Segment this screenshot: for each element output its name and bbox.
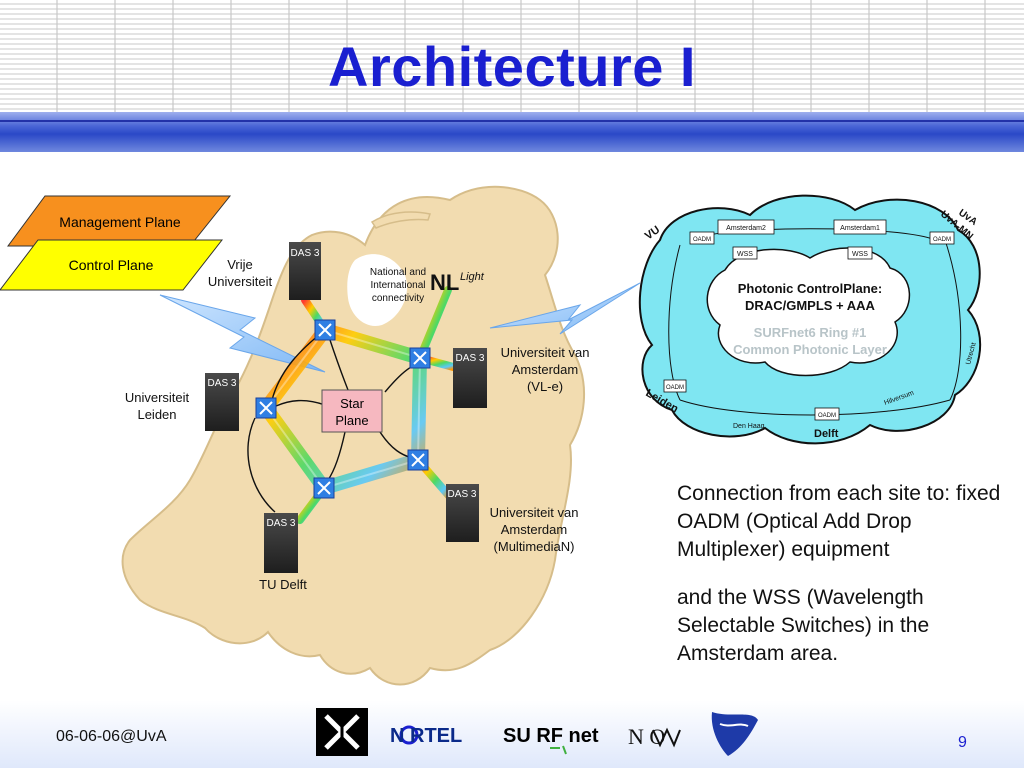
- cp-subtitle: SURFnet6 Ring #1: [754, 325, 867, 340]
- svg-text:DAS 3: DAS 3: [456, 353, 485, 364]
- node-amsterdam1: Amsterdam1: [840, 225, 880, 232]
- das3-cluster-uva-mmn: DAS 3: [446, 484, 479, 542]
- control-plane-label: Control Plane: [69, 257, 154, 273]
- node-amsterdam2: Amsterdam2: [726, 225, 766, 232]
- architecture-diagram: DAS 3 DAS 3 DAS 3 DAS 3 DAS 3 Star Plane…: [0, 185, 982, 686]
- svg-text:DAS 3: DAS 3: [448, 489, 477, 500]
- cp-title: Photonic ControlPlane:: [738, 281, 882, 296]
- nwo-logo: N O: [628, 724, 681, 749]
- label-uva-mmn: Amsterdam: [501, 522, 567, 537]
- node-wss: WSS: [737, 251, 753, 258]
- star-plane-label: Plane: [335, 413, 368, 428]
- label-uva-vle: Universiteit van: [501, 345, 590, 360]
- svg-text:DAS 3: DAS 3: [267, 518, 296, 529]
- photonic-cloud: [638, 194, 982, 445]
- footer-date: 06-06-06@UvA: [56, 728, 167, 745]
- label-uva-vle: (VL-e): [527, 379, 563, 394]
- label-uva-mmn: Universiteit van: [490, 505, 579, 520]
- description-text: Connection from each site to: fixed OADM…: [677, 480, 1022, 688]
- switch-node: [313, 477, 335, 499]
- label-national: International: [370, 280, 425, 291]
- label-vu: Universiteit: [208, 274, 273, 289]
- switch-node: [407, 449, 429, 471]
- ring-label-delft: Delft: [814, 428, 839, 440]
- ring-label-denhaag: Den Haag: [733, 423, 765, 430]
- label-delft: TU Delft: [259, 577, 307, 592]
- lightning-bolt-right: [489, 282, 641, 335]
- node-wss: WSS: [852, 251, 868, 258]
- cp-subtitle: Common Photonic Layer: [733, 342, 887, 357]
- das3-cluster-uva-vle: DAS 3: [453, 348, 487, 408]
- node-oadm: OADM: [666, 385, 684, 391]
- switch-node: [314, 319, 336, 341]
- switch-node: [409, 347, 431, 369]
- node-oadm: OADM: [693, 237, 711, 243]
- label-leiden: Leiden: [137, 407, 176, 422]
- lightning-bolt-left: [159, 294, 326, 373]
- label-vu: Vrije: [227, 257, 253, 272]
- label-uva-mmn: (MultimediaN): [494, 539, 575, 554]
- node-oadm: OADM: [933, 237, 951, 243]
- cp-title: DRAC/GMPLS + AAA: [745, 298, 875, 313]
- star-plane-box: Star Plane: [321, 389, 383, 433]
- photonic-ring-labels: Amsterdam2 Amsterdam1 WSS WSS OADM OADM …: [643, 207, 979, 440]
- das3-cluster-vu: DAS 3: [289, 242, 321, 300]
- description-paragraph-1: Connection from each site to: fixed OADM…: [677, 482, 1001, 561]
- label-national: connectivity: [372, 293, 424, 304]
- description-paragraph-2: and the WSS (Wavelength Selectable Switc…: [677, 586, 930, 665]
- das3-cluster-delft: DAS 3: [264, 513, 298, 573]
- header-band: [0, 112, 1024, 152]
- svg-text:SU RF net: SU RF net: [503, 725, 599, 747]
- control-arrows: [247, 329, 414, 513]
- star-plane-label: Star: [340, 396, 365, 411]
- footer-background: [0, 700, 1024, 768]
- uva-logo: [316, 708, 368, 756]
- svg-text:N RTEL: N RTEL: [390, 725, 462, 747]
- control-plane: Control Plane: [0, 239, 224, 291]
- label-national: National and: [370, 267, 426, 278]
- nortel-logo: N RTEL: [390, 725, 462, 747]
- svg-text:DAS 3: DAS 3: [291, 248, 320, 259]
- page-number: 9: [958, 734, 967, 751]
- header-stripes: [0, 0, 1024, 112]
- vl-e-logo: [711, 712, 758, 756]
- das3-cluster-leiden: DAS 3: [205, 373, 239, 431]
- node-oadm: OADM: [818, 413, 836, 419]
- management-plane: Management Plane: [7, 195, 232, 247]
- sponsor-logos: N RTEL SU RF net N O: [316, 708, 758, 756]
- surfnet-logo: SU RF net: [503, 725, 599, 755]
- label-uva-vle: Amsterdam: [512, 362, 578, 377]
- svg-text:DAS 3: DAS 3: [208, 378, 237, 389]
- netherlight-logo: NL: [430, 270, 459, 295]
- slide-title: Architecture I: [328, 35, 696, 98]
- label-leiden: Universiteit: [125, 390, 190, 405]
- netherlight-logo-text: Light: [460, 271, 485, 283]
- management-plane-label: Management Plane: [59, 214, 181, 230]
- switch-node: [255, 397, 277, 419]
- northern-islands: [370, 211, 431, 229]
- ijsselmeer: [347, 254, 408, 326]
